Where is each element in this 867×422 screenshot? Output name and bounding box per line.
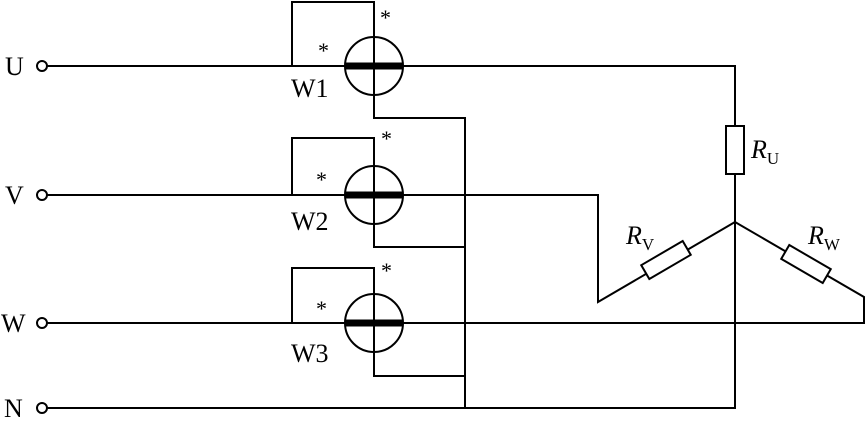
ru-label: RU [750,135,779,168]
w2-voltage-mark: * [381,126,392,151]
supply-terminals: U V W N [1,52,48,422]
star-load: RU RV RW [597,65,865,409]
terminal-v-label: V [5,181,24,210]
w2-label: W2 [291,207,329,236]
w2-current-mark: * [316,167,327,192]
wattmeter-w3: * * W3 [291,258,404,368]
voltage-feed-loops [291,1,375,324]
w2-voltage-feed [291,137,375,196]
terminal-n-label: N [4,394,23,422]
w3-current-mark: * [316,296,327,321]
rv-label: RV [625,221,655,254]
terminal-v[interactable] [36,189,48,201]
resistor-rw [779,243,833,285]
wattmeter-w2: * * W2 [291,126,404,236]
terminal-w[interactable] [36,317,48,329]
terminal-n[interactable] [36,402,48,414]
w3-label: W3 [291,339,329,368]
voltage-return-bus [373,87,466,409]
w3-voltage-mark: * [381,258,392,283]
w2-voltage-return [373,216,466,248]
wattmeter-w1: * * W1 [291,5,404,103]
w1-voltage-mark: * [380,5,391,30]
resistor-ru [725,125,745,175]
terminal-w-label: W [1,309,26,338]
terminal-u-label: U [5,52,24,81]
rw-lead [733,220,865,324]
w1-voltage-return [373,87,466,119]
w3-voltage-feed [291,267,375,324]
rw-label: RW [807,221,841,254]
w3-voltage-return [373,344,466,377]
w1-voltage-feed [291,1,375,67]
resistor-rv [639,239,693,281]
w1-label: W1 [291,74,329,103]
w1-current-mark: * [318,38,329,63]
terminal-u[interactable] [36,60,48,72]
rv-lead [597,194,737,304]
